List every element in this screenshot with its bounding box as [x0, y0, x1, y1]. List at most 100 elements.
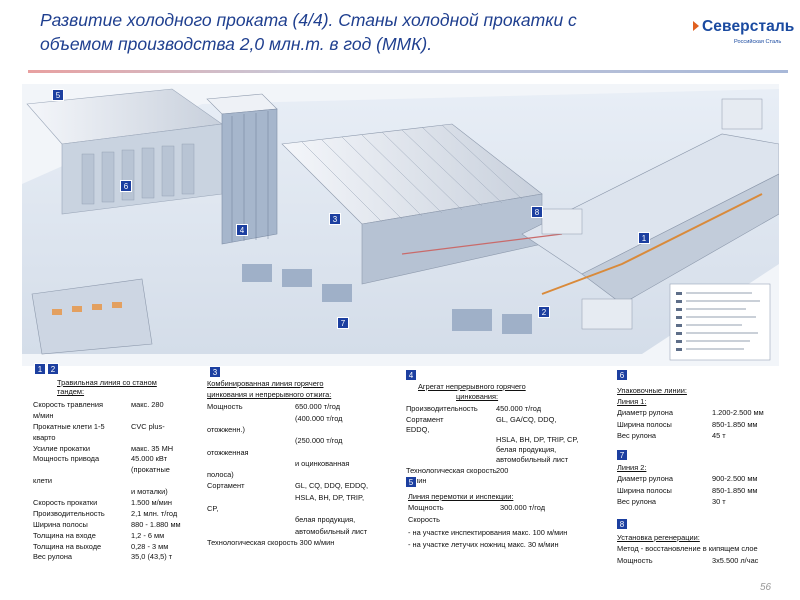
spec-value: HSLA, BH, DP, TRIP,	[295, 492, 365, 502]
spec-value: - 300 м/мин	[295, 537, 335, 547]
spec-row: клети	[33, 476, 203, 487]
spec-label: Мощность	[617, 555, 653, 565]
spec-label: отожженная	[207, 447, 249, 457]
spec-row: Производительность 2,1 млн. т/год	[33, 509, 203, 520]
galvanizing-line-title-1: Агрегат непрерывного горячего	[418, 382, 526, 391]
spec-row: Технологическая скорость- 300 м/мин	[207, 538, 397, 549]
title-divider	[28, 70, 788, 73]
packing-line-1-title: Линия 1:	[617, 397, 647, 407]
spec-value: 1.200-2.500 мм	[712, 408, 764, 418]
spec-row: Скорость	[408, 515, 608, 527]
slide-title: Развитие холодного проката (4/4). Станы …	[40, 8, 680, 56]
spec-value: белая продукция,	[496, 445, 557, 455]
spec-label: Метод - восстановление в кипящем слое	[617, 544, 758, 554]
spec-label: Толщина на входе	[33, 530, 96, 540]
pickling-line-title: Травильная линия со станом тандем:	[57, 378, 157, 396]
galvanizing-line-specs: Агрегат непрерывного горячего цинкования…	[406, 382, 606, 486]
spec-label: Вес рулона	[617, 431, 657, 441]
spec-row: белая продукция,	[207, 515, 397, 526]
spec-label: - на участке летучих ножниц макс. 30 м/м…	[408, 539, 559, 549]
spec-value: 1.500 м/мин	[131, 498, 172, 508]
spec-row: (400.000 т/год	[207, 414, 397, 425]
spec-label: Мощность	[408, 503, 444, 513]
page-number: 56	[760, 582, 772, 593]
spec-label: Скорость прокатки	[33, 498, 98, 508]
plan-marker-2: 2	[538, 306, 550, 318]
spec-row: Вес рулона 30 т	[617, 497, 792, 509]
galvanizing-line-title-2: цинкования:	[456, 392, 499, 402]
spec-value: 30 т	[712, 497, 726, 507]
regeneration-specs: Установка регенерации: Метод - восстанов…	[617, 533, 797, 567]
spec-value: автомобильный лист	[295, 526, 368, 536]
spec-label: Вес рулона	[617, 497, 657, 507]
spec-label: CP,	[207, 504, 219, 514]
spec-row: м/мин	[406, 476, 606, 486]
spec-value: белая продукция,	[295, 515, 356, 525]
spec-value: 1,2 - 6 мм	[131, 530, 165, 540]
spec-value: 850-1.850 мм	[712, 419, 758, 429]
spec-value: 300.000 т/год	[500, 503, 546, 513]
spec-row: отожженная	[207, 448, 397, 459]
spec-label: Диаметр рулона	[617, 408, 673, 418]
spec-row: - на участке летучих ножниц макс. 30 м/м…	[408, 540, 608, 552]
spec-value: 900-2.500 мм	[712, 474, 758, 484]
plan-marker-8: 8	[531, 206, 543, 218]
packing-lines-title: Упаковочные линии:	[617, 386, 687, 395]
spec-row: Толщина на входе 1,2 - 6 мм	[33, 531, 203, 542]
spec-value: GL, CQ, DDQ, EDDQ,	[295, 481, 369, 491]
spec-label: Технологическая скорость	[406, 465, 497, 475]
combined-line-specs: Комбинированная линия горячего цинковани…	[207, 379, 397, 549]
spec-row: Сортамент GL, CQ, DDQ, EDDQ,	[207, 481, 397, 492]
section-marker-8: 8	[616, 518, 628, 530]
spec-row: и оцинкованная	[207, 459, 397, 470]
spec-value: 45.000 кВт	[131, 454, 167, 464]
spec-label: м/мин	[33, 410, 54, 420]
plan-marker-3: 3	[329, 213, 341, 225]
spec-label: Сортамент	[207, 481, 245, 491]
spec-label: Ширина полосы	[33, 519, 88, 529]
section-marker-7: 7	[616, 449, 628, 461]
spec-row: CP,	[207, 504, 397, 515]
section-marker-2: 2	[47, 363, 59, 375]
plan-marker-6: 6	[120, 180, 132, 192]
spec-row: полоса)	[207, 470, 397, 481]
section-marker-4: 4	[405, 369, 417, 381]
spec-label: полоса)	[207, 470, 234, 480]
plan-marker-1: 1	[638, 232, 650, 244]
spec-label: клети	[33, 476, 53, 486]
packing-lines-specs: Упаковочные линии: Линия 1: Диаметр руло…	[617, 386, 792, 443]
pickling-line-specs: Травильная линия со станом тандем: Скоро…	[33, 378, 203, 563]
spec-row: белая продукция,	[406, 445, 606, 455]
section-marker-6: 6	[616, 369, 628, 381]
spec-row: кварто	[33, 433, 203, 444]
slide-title-line-1: Развитие холодного проката (4/4). Станы …	[40, 10, 577, 30]
spec-label: Производительность	[33, 508, 105, 518]
spec-value: HSLA, BH, DP, TRIP, CP,	[496, 434, 579, 444]
spec-label: EDDQ,	[406, 424, 430, 434]
spec-label: Скорость травления	[33, 400, 103, 409]
combined-line-title-1: Комбинированная линия горячего	[207, 379, 324, 388]
spec-value: 3x5.500 л/час	[712, 555, 759, 565]
spec-value: автомобильный лист	[496, 455, 569, 465]
spec-value: (прокатные	[131, 465, 170, 475]
spec-value: 0,28 - 3 мм	[131, 541, 169, 551]
plan-marker-7: 7	[337, 317, 349, 329]
plant-layout-illustration	[22, 84, 779, 366]
spec-row: HSLA, BH, DP, TRIP,	[207, 493, 397, 504]
spec-row: - на участке инспектирования макс. 100 м…	[408, 528, 608, 540]
spec-label: Усилие прокатки	[33, 443, 90, 453]
spec-value: 850-1.850 мм	[712, 485, 758, 495]
spec-value: 2,1 млн. т/год	[131, 508, 178, 518]
spec-label: Технологическая скорость	[207, 537, 298, 547]
spec-value: и оцинкованная	[295, 458, 350, 468]
spec-row: Мощность 3x5.500 л/час	[617, 556, 797, 568]
